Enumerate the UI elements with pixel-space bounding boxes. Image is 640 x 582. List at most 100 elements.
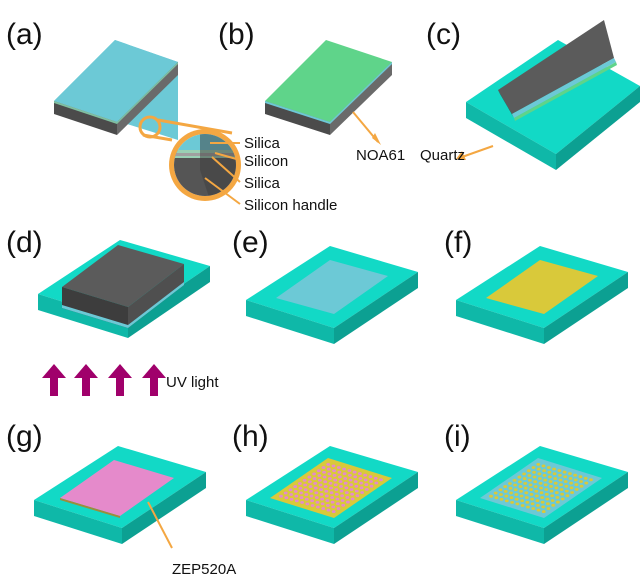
array-dot	[348, 478, 353, 482]
array-dot	[579, 484, 584, 488]
array-dot	[536, 462, 541, 466]
array-dot	[338, 475, 342, 479]
array-dot	[548, 475, 552, 479]
array-dot	[316, 505, 320, 509]
array-dot	[522, 477, 527, 481]
array-dot	[548, 480, 553, 484]
array-dot	[309, 494, 314, 498]
array-dot	[546, 502, 550, 506]
array-dot	[379, 478, 383, 482]
array-dot	[332, 469, 336, 473]
array-dot	[528, 483, 533, 487]
array-dot	[323, 480, 328, 484]
noa61-top-face	[265, 40, 392, 122]
array-dot	[331, 510, 336, 514]
array-dot	[303, 488, 308, 492]
label-silica-bottom: Silica	[244, 175, 281, 192]
array-dot	[283, 491, 288, 495]
array-dot	[338, 480, 343, 484]
array-dot	[340, 499, 345, 502]
array-dot	[344, 491, 349, 495]
array-dot	[304, 493, 309, 496]
array-dot	[531, 507, 536, 510]
array-dot	[320, 497, 324, 501]
array-dot	[541, 505, 546, 509]
array-dot	[563, 480, 568, 483]
array-dot	[539, 486, 543, 490]
array-dot	[541, 464, 546, 468]
array-dot	[347, 469, 352, 472]
array-dot	[532, 475, 537, 479]
array-dot	[543, 483, 548, 487]
array-dot	[533, 485, 538, 488]
array-dot	[308, 480, 312, 484]
array-dot	[349, 488, 354, 491]
array-dot	[526, 505, 530, 509]
panel-d: (d) UV light	[6, 226, 219, 396]
array-dot	[549, 484, 553, 488]
array-dot	[364, 487, 369, 491]
array-dot	[525, 500, 530, 504]
array-dot	[527, 474, 532, 477]
array-dot	[503, 485, 508, 489]
array-dot	[493, 491, 498, 495]
array-dot	[325, 499, 330, 503]
array-dot	[524, 491, 529, 495]
soi-wafer	[54, 40, 178, 140]
array-dot	[528, 478, 532, 482]
array-dot	[564, 489, 569, 493]
array-dot	[574, 483, 579, 487]
array-dot	[552, 467, 556, 471]
array-dot	[536, 467, 541, 471]
array-dot	[583, 476, 588, 480]
array-dot	[515, 502, 520, 506]
array-dot	[328, 481, 333, 485]
array-dot	[305, 502, 310, 506]
array-dot	[359, 486, 364, 490]
array-dot	[331, 464, 336, 468]
array-dot	[557, 469, 562, 472]
array-dot	[333, 478, 338, 482]
array-dot	[330, 500, 335, 504]
array-dot	[336, 507, 341, 510]
array-dot	[538, 481, 543, 485]
label-silica-top: Silica	[244, 135, 281, 152]
array-dot	[573, 478, 578, 482]
array-dot	[326, 462, 331, 466]
array-dot	[574, 487, 579, 491]
array-dot	[326, 467, 331, 471]
array-dot	[352, 470, 357, 474]
array-dot	[510, 500, 514, 504]
array-dot	[299, 496, 304, 500]
array-dot	[565, 494, 570, 498]
array-dot	[318, 478, 322, 482]
array-dot	[499, 493, 503, 496]
array-dot	[316, 469, 321, 473]
array-dot	[289, 493, 293, 496]
panel-g: (g) ZEP520A	[6, 420, 236, 578]
array-dot	[559, 488, 564, 491]
array-dot	[554, 491, 559, 495]
gold-nanodisk-array	[489, 462, 593, 514]
array-dot	[549, 489, 554, 493]
array-dot	[288, 488, 293, 492]
array-dot	[562, 470, 567, 474]
array-dot	[534, 494, 539, 498]
array-dot	[552, 472, 557, 476]
array-dot	[369, 484, 374, 488]
array-dot	[519, 489, 523, 493]
array-dot	[526, 469, 531, 473]
array-dot	[514, 493, 519, 496]
array-dot	[321, 466, 326, 469]
array-dot	[540, 500, 545, 504]
zep520a-layer	[60, 460, 174, 516]
array-dot	[558, 473, 562, 477]
array-dot	[369, 480, 373, 483]
panel-e: (e)	[232, 226, 418, 344]
array-dot	[546, 466, 551, 469]
panel-f-letter: (f)	[444, 226, 472, 259]
array-dot	[532, 470, 536, 474]
array-dot	[336, 466, 341, 469]
array-dot	[541, 510, 546, 514]
array-dot	[363, 473, 368, 477]
